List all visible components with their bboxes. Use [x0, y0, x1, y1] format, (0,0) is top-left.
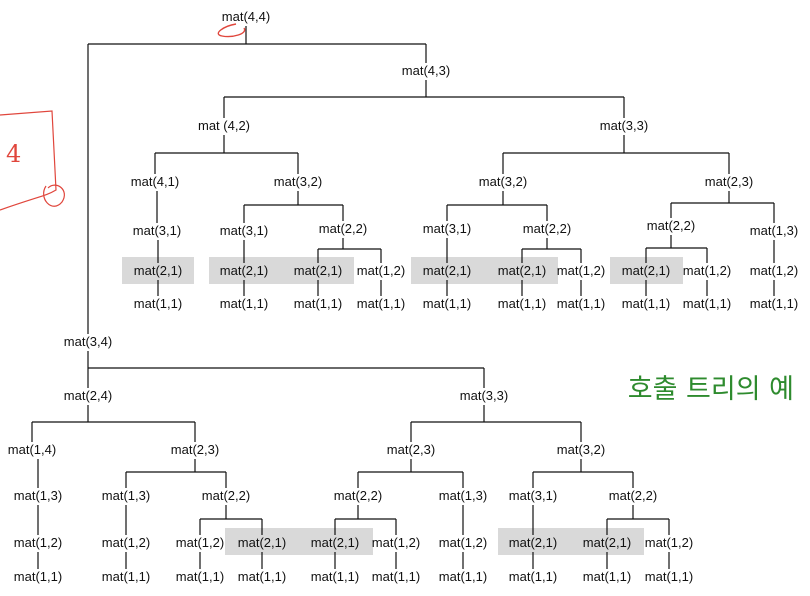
- handwritten-digit: 4: [6, 140, 21, 168]
- handwritten-annotations: 4: [0, 23, 246, 211]
- label-layer: mat(4,4) mat(4,3) mat (4,2) mat(3,3) mat(4,1…: [8, 9, 798, 584]
- node-b2a1: mat(2,2): [334, 488, 382, 503]
- node-b1b2b1: mat(1,1): [238, 569, 286, 584]
- node-a: mat(4,3): [402, 63, 450, 78]
- node-a1b1a1: mat(1,1): [220, 296, 268, 311]
- highlight-box: [411, 257, 558, 284]
- node-a2: mat(3,3): [600, 118, 648, 133]
- node-a2a1a: mat(2,1): [423, 263, 471, 278]
- highlight-box: [225, 528, 373, 555]
- node-a2b1a1: mat(1,1): [622, 296, 670, 311]
- node-a1b2a: mat(2,1): [294, 263, 342, 278]
- node-b2b2: mat(2,2): [609, 488, 657, 503]
- node-b2a2a1: mat(1,1): [439, 569, 487, 584]
- node-b2a2: mat(1,3): [439, 488, 487, 503]
- node-b2b: mat(3,2): [557, 442, 605, 457]
- node-b1b2b: mat(2,1): [238, 535, 286, 550]
- node-b2a1a1: mat(1,1): [311, 569, 359, 584]
- node-b2b2a1: mat(1,1): [583, 569, 631, 584]
- node-a2a2: mat(2,2): [523, 221, 571, 236]
- edge-layer: [31, 26, 775, 569]
- node-a1b2b: mat(1,2): [357, 263, 405, 278]
- node-a1b1: mat(3,1): [220, 223, 268, 238]
- node-a1b2a1: mat(1,1): [294, 296, 342, 311]
- node-b2a1b1: mat(1,1): [372, 569, 420, 584]
- node-a1b1a: mat(2,1): [220, 263, 268, 278]
- node-b2a2a: mat(1,2): [439, 535, 487, 550]
- node-a1a1a: mat(2,1): [134, 263, 182, 278]
- node-a1b: mat(3,2): [274, 174, 322, 189]
- node-b2b1: mat(3,1): [509, 488, 557, 503]
- node-a1b2b1: mat(1,1): [357, 296, 405, 311]
- node-a2b2a1: mat(1,1): [750, 296, 798, 311]
- handwritten-circle-mark: [43, 184, 65, 207]
- node-a2b2: mat(1,3): [750, 223, 798, 238]
- node-a2a1a1: mat(1,1): [423, 296, 471, 311]
- node-b2b1a: mat(2,1): [509, 535, 557, 550]
- caption-call-tree-example: 호출 트리의 예: [628, 374, 794, 405]
- node-a2b1a: mat(2,1): [622, 263, 670, 278]
- node-a2b: mat(2,3): [705, 174, 753, 189]
- highlight-box: [209, 257, 354, 284]
- node-a2b1b: mat(1,2): [683, 263, 731, 278]
- node-b2b1a1: mat(1,1): [509, 569, 557, 584]
- node-b2: mat(3,3): [460, 388, 508, 403]
- node-b: mat(3,4): [64, 334, 112, 349]
- node-b1b2a: mat(1,2): [176, 535, 224, 550]
- node-root: mat(4,4): [222, 9, 270, 24]
- node-b1a: mat(1,4): [8, 442, 56, 457]
- node-a2a1: mat(3,1): [423, 221, 471, 236]
- node-a2a: mat(3,2): [479, 174, 527, 189]
- node-b2b2b1: mat(1,1): [645, 569, 693, 584]
- node-b1b: mat(2,3): [171, 442, 219, 457]
- node-a2b2a: mat(1,2): [750, 263, 798, 278]
- node-a1a: mat(4,1): [131, 174, 179, 189]
- node-b1b1a: mat(1,2): [102, 535, 150, 550]
- node-a1a1a1: mat(1,1): [134, 296, 182, 311]
- highlight-box: [498, 528, 644, 555]
- node-b2b2b: mat(1,2): [645, 535, 693, 550]
- node-b1b1: mat(1,3): [102, 488, 150, 503]
- node-b1b2: mat(2,2): [202, 488, 250, 503]
- node-b2a1a: mat(2,1): [311, 535, 359, 550]
- node-a2a2b: mat(1,2): [557, 263, 605, 278]
- node-a2a2a: mat(2,1): [498, 263, 546, 278]
- node-b2a: mat(2,3): [387, 442, 435, 457]
- node-b1: mat(2,4): [64, 388, 112, 403]
- node-a1: mat (4,2): [198, 118, 250, 133]
- node-a2b1b1: mat(1,1): [683, 296, 731, 311]
- node-b1a1: mat(1,3): [14, 488, 62, 503]
- node-a2a2b1: mat(1,1): [557, 296, 605, 311]
- node-a1b2: mat(2,2): [319, 221, 367, 236]
- handwritten-box-outline: [0, 110, 57, 211]
- node-b1b2a1: mat(1,1): [176, 569, 224, 584]
- node-a2a2a1: mat(1,1): [498, 296, 546, 311]
- handwritten-loop-mark: [217, 23, 246, 38]
- node-b2a1b: mat(1,2): [372, 535, 420, 550]
- node-b2b2a: mat(2,1): [583, 535, 631, 550]
- node-a1a1: mat(3,1): [133, 223, 181, 238]
- node-b1b1a1: mat(1,1): [102, 569, 150, 584]
- node-b1a3: mat(1,1): [14, 569, 62, 584]
- node-b1a2: mat(1,2): [14, 535, 62, 550]
- node-a2b1: mat(2,2): [647, 218, 695, 233]
